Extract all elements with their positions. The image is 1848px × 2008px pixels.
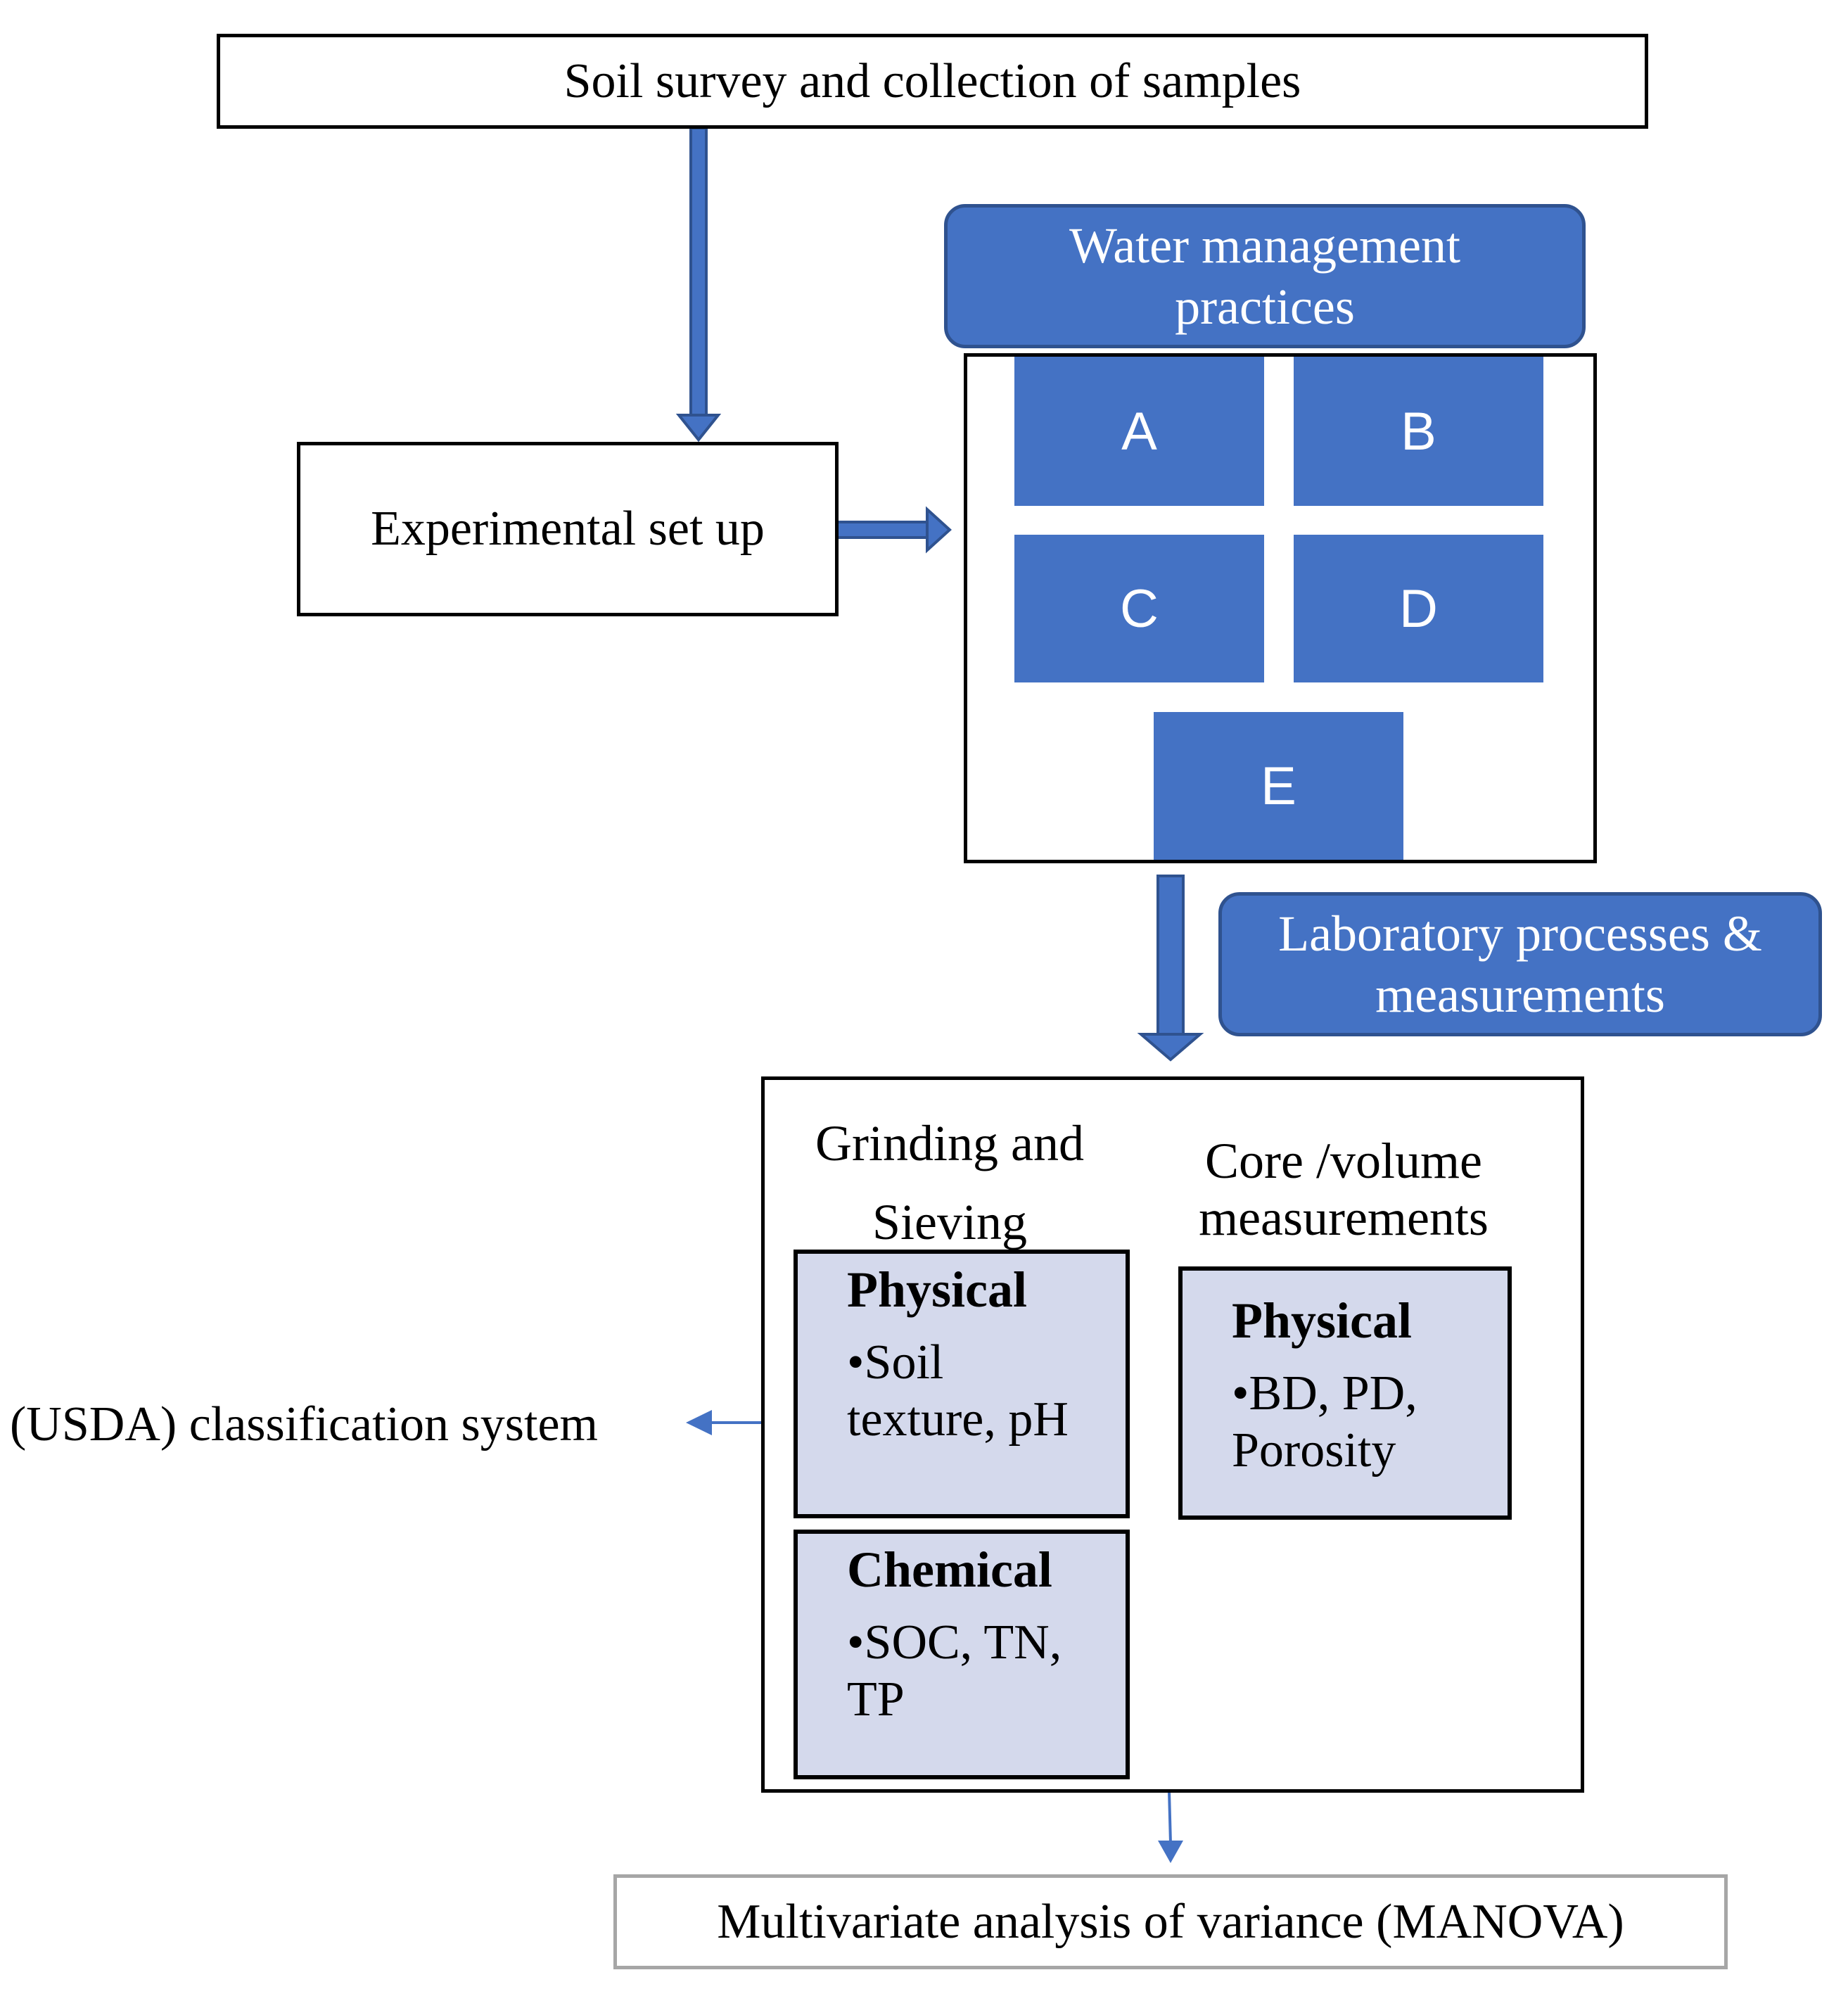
core-heading-label: Core /volume measurements bbox=[1199, 1133, 1489, 1246]
grinding-chemical-title: Chemical bbox=[847, 1542, 1052, 1598]
grinding-chemical-box: Chemical •SOC, TN, TP bbox=[794, 1530, 1130, 1779]
core-physical-box: Physical •BD, PD, Porosity bbox=[1178, 1266, 1512, 1520]
grinding-chemical-items: •SOC, TN, TP bbox=[847, 1615, 1062, 1727]
plot-b: B bbox=[1294, 357, 1543, 506]
plot-e-label: E bbox=[1261, 756, 1296, 816]
plot-b-label: B bbox=[1401, 401, 1436, 462]
survey-label: Soil survey and collection of samples bbox=[563, 53, 1301, 108]
plot-a-label: A bbox=[1121, 401, 1157, 462]
arrow-setup-to-plots bbox=[836, 506, 952, 554]
plot-a: A bbox=[1014, 357, 1264, 506]
lab-processes-label: Laboratory processes & measurements bbox=[1278, 905, 1762, 1023]
grinding-physical-title: Physical bbox=[847, 1262, 1028, 1318]
grinding-physical-box: Physical •Soil texture, pH bbox=[794, 1250, 1130, 1518]
plot-d: D bbox=[1294, 535, 1543, 682]
manova-label: Multivariate analysis of variance (MANOV… bbox=[717, 1894, 1624, 1949]
plot-e: E bbox=[1154, 712, 1403, 860]
core-physical-title: Physical bbox=[1232, 1292, 1413, 1349]
survey-box: Soil survey and collection of samples bbox=[217, 34, 1648, 129]
usda-label: (USDA) classification system bbox=[10, 1397, 598, 1451]
water-practices-label: Water management practices bbox=[1069, 217, 1460, 335]
core-physical-items: •BD, PD, Porosity bbox=[1232, 1366, 1417, 1478]
grinding-heading-label: Grinding and Sieving bbox=[815, 1115, 1084, 1250]
arrow-lab-to-manova bbox=[1158, 1791, 1183, 1863]
setup-box: Experimental set up bbox=[297, 442, 839, 616]
plot-c-label: C bbox=[1120, 578, 1159, 639]
arrow-plots-to-lab bbox=[1137, 875, 1204, 1062]
arrow-survey-to-setup bbox=[675, 127, 722, 443]
setup-label: Experimental set up bbox=[371, 502, 765, 556]
lab-processes-header: Laboratory processes & measurements bbox=[1218, 892, 1822, 1036]
usda-label-box: (USDA) classification system bbox=[10, 1395, 685, 1454]
plot-c: C bbox=[1014, 535, 1264, 682]
plot-d-label: D bbox=[1399, 578, 1438, 639]
core-heading: Core /volume measurements bbox=[1175, 1133, 1512, 1246]
grinding-physical-items: •Soil texture, pH bbox=[847, 1335, 1069, 1447]
grinding-heading: Grinding and Sieving bbox=[781, 1105, 1119, 1262]
water-practices-header: Water management practices bbox=[944, 204, 1586, 348]
manova-box: Multivariate analysis of variance (MANOV… bbox=[613, 1874, 1728, 1969]
